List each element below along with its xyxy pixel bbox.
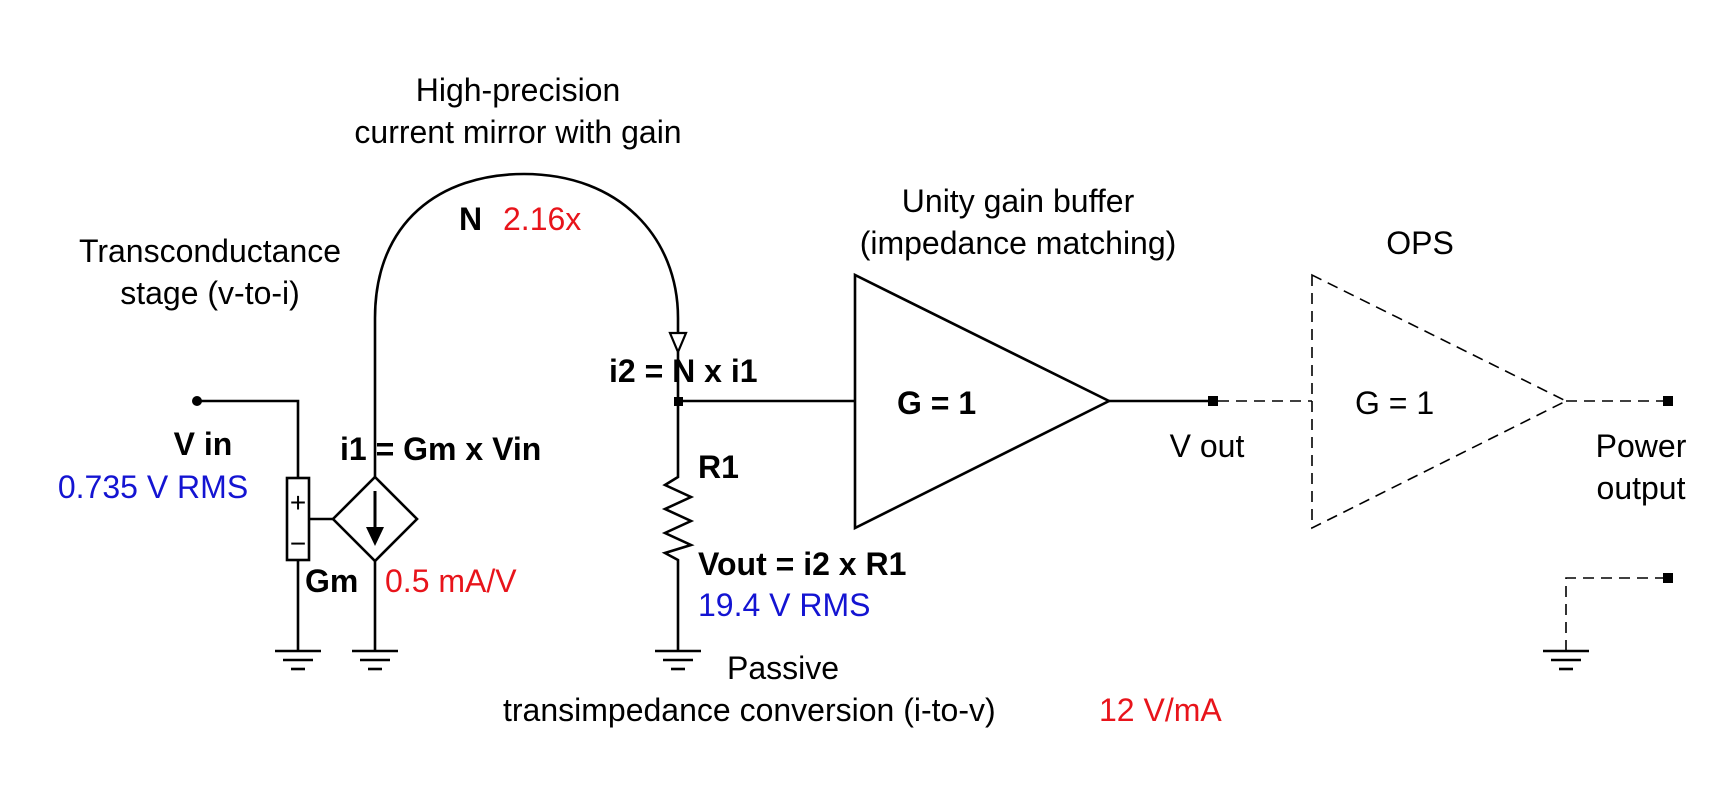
buffer-gain-label: G = 1 (897, 385, 976, 421)
passive-title-line-2: transimpedance conversion (i-to-v) (503, 692, 996, 728)
gm-value: 0.5 mA/V (385, 563, 517, 599)
trans-title-line-2: stage (v-to-i) (120, 275, 300, 311)
n-value: 2.16x (503, 201, 581, 237)
ground-output-terminal (1663, 573, 1673, 583)
buffer-title-line-2: (impedance matching) (860, 225, 1177, 261)
power-output-terminal (1663, 396, 1673, 406)
ops-ground-wire (1565, 577, 1666, 650)
gm-label: Gm (305, 563, 358, 599)
passive-value: 12 V/mA (1099, 692, 1222, 728)
vin-wire (197, 399, 300, 478)
r1-label: R1 (698, 449, 739, 485)
trans-title-line-1: Transconductance (79, 233, 341, 269)
ground-icon (352, 649, 398, 671)
ops-title: OPS (1386, 225, 1454, 261)
resistor-r1-icon (661, 401, 695, 650)
power-output-line-2: output (1597, 470, 1686, 506)
buffer-amplifier-icon (853, 272, 1112, 531)
vout-value: 19.4 V RMS (698, 587, 871, 623)
mirror-arrow-icon (668, 331, 688, 355)
ground-icon (655, 649, 701, 671)
buffer-title-line-1: Unity gain buffer (902, 183, 1135, 219)
mirror-title-line-2: current mirror with gain (354, 114, 681, 150)
i1-label: i1 = Gm x Vin (340, 431, 541, 467)
vin-value: 0.735 V RMS (58, 469, 248, 505)
source-minus-icon: − (290, 528, 306, 559)
vout-equation-label: Vout = i2 x R1 (698, 546, 906, 582)
vout-label: V out (1170, 428, 1245, 464)
ground-icon (1543, 649, 1589, 671)
passive-title-line-1: Passive (727, 650, 839, 686)
n-label: N (459, 201, 482, 237)
source-plus-icon: + (290, 487, 306, 518)
ground-icon (275, 649, 321, 671)
ops-amplifier-icon (1311, 273, 1568, 530)
vout-terminal (1208, 396, 1218, 406)
i2-label: i2 = N x i1 (609, 353, 758, 389)
current-arrow-icon (366, 527, 384, 546)
mirror-title-line-1: High-precision (416, 72, 621, 108)
power-output-line-1: Power (1596, 428, 1687, 464)
ops-gain-label: G = 1 (1355, 385, 1434, 421)
vin-label: V in (174, 426, 233, 462)
current-mirror-arc (373, 172, 680, 650)
